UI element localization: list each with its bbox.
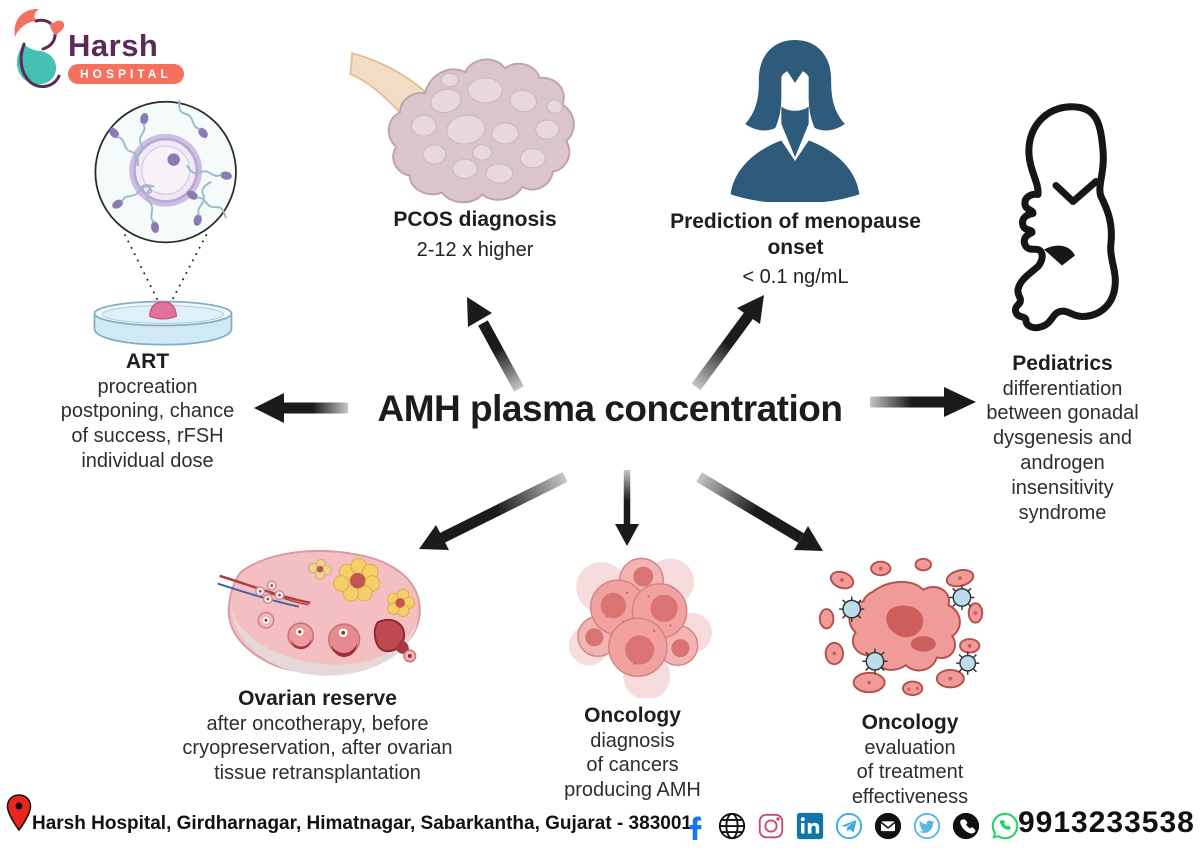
pediatrics-title: Pediatrics [1012,352,1113,375]
polycystic-ovary-illustration [349,51,575,204]
globe-icon[interactable] [717,811,747,841]
footer-address: Harsh Hospital, Girdharnagar, Himatnagar… [32,813,692,834]
text-line: androgen [1020,452,1105,474]
harsh-hospital-logo: Harsh HOSPITAL [10,6,210,96]
text-line: producing AMH [564,779,701,802]
text-line: cryopreservation, after ovarian [182,737,453,760]
fetus-illustration [1012,103,1119,332]
arrow-to-pediatrics [870,387,976,417]
oncology-diagnosis-description: diagnosis of cancers producing AMH [550,729,715,803]
arrow-to-oncology-treatment [696,472,823,551]
text-line: dysgenesis and [993,427,1132,450]
text-line: of cancers [586,754,679,777]
location-pin-icon [6,794,32,832]
text-line: diagnosis [590,729,675,752]
art-description: procreation postponing, chance of succes… [40,375,255,474]
text-line: syndrome [1018,501,1107,524]
brand-name: Harsh [68,28,159,63]
center-title: AMH plasma concentration [377,388,843,429]
footer-phone: 9913233538 [1018,806,1195,839]
oncology-treatment-description: evaluation of treatment effectiveness [830,736,990,810]
instagram-icon[interactable] [756,811,786,841]
pcos-title: PCOS diagnosis [393,208,557,231]
pediatrics-section: Pediatrics differentiation between gonad… [965,351,1160,525]
pcos-value: 2-12 x higher [416,238,534,261]
text-line: Prediction of menopause [670,210,921,233]
oncology-treatment-section: Oncology evaluation of treatment effecti… [830,710,990,810]
arrow-to-art [254,393,348,423]
text-line: of success, rFSH [71,425,224,448]
text-line: of treatment [856,761,964,784]
menopause-value: < 0.1 ng/mL [742,266,849,289]
linkedin-icon[interactable] [795,811,825,841]
text-line: evaluation [864,736,956,759]
whatsapp-icon[interactable] [990,811,1020,841]
text-line: differentiation [1002,377,1123,400]
mother-with-heart-logo-icon [14,8,65,89]
drug-particles [839,584,980,675]
ovary-cross-section-illustration [217,549,421,676]
pediatrics-description: differentiation between gonadal dysgenes… [965,377,1160,526]
ovarian-reserve-title: Ovarian reserve [238,687,397,710]
arrow-to-menopause [691,295,764,391]
text-line: postponing, chance [60,400,235,423]
text-line: between gonadal [986,402,1139,425]
facebook-icon[interactable] [684,811,708,841]
brand-badge: HOSPITAL [68,64,184,84]
cancer-cell-cluster-illustration [568,557,713,698]
tumor-with-drug-particles-illustration [818,557,984,697]
twitter-icon[interactable] [912,811,942,841]
arrow-to-oncology-diagnosis [615,470,639,546]
footer-social-icons [684,811,1020,841]
text-line: individual dose [81,450,214,472]
sperm-egg-petri-dish-illustration [93,99,237,346]
text-line: insensitivity [1011,476,1114,499]
art-section: ART procreation postponing, chance of su… [40,349,255,474]
email-icon[interactable] [873,811,903,841]
sperm-cells [109,99,232,233]
menopause-section: Prediction of menopause onset < 0.1 ng/m… [663,209,928,289]
ovarian-reserve-description: after oncotherapy, before cryopreservati… [170,712,465,786]
woman-silhouette-icon [730,39,860,202]
ovarian-reserve-section: Ovarian reserve after oncotherapy, befor… [170,686,465,786]
text-line: after oncotherapy, before [206,712,429,735]
text-line: effectiveness [851,786,969,809]
oncology-treatment-title: Oncology [861,711,959,734]
telegram-icon[interactable] [834,811,864,841]
growing-follicles [257,611,417,663]
text-line: tissue retransplantation [214,762,421,785]
petri-dish [93,300,233,346]
phone-icon[interactable] [951,811,981,841]
text-line: onset [767,235,824,259]
corpus-luteum [307,557,416,617]
arrow-to-ovarian-reserve [419,472,568,550]
oncology-diagnosis-section: Oncology diagnosis of cancers producing … [550,703,715,803]
text-line: procreation [97,375,198,398]
menopause-title: Prediction of menopause onset [663,209,928,260]
art-title: ART [125,350,170,373]
arrow-to-pcos [467,297,524,392]
oncology-diagnosis-title: Oncology [584,704,681,727]
pcos-section: PCOS diagnosis 2-12 x higher [355,207,595,262]
